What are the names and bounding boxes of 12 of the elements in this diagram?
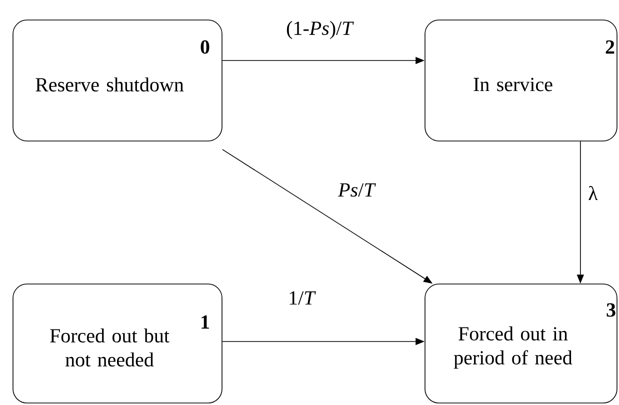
edge-label: Ps/T [337, 182, 377, 198]
state-number: 1 [202, 315, 209, 329]
state-label: Forced out in period of need [454, 326, 572, 369]
state-label: In service [474, 78, 552, 92]
state-label: Reserve shutdown [36, 77, 184, 92]
edge-label: (1-Ps)/T [285, 20, 355, 40]
state-number: 2 [606, 40, 614, 54]
state-number: 0 [200, 40, 210, 54]
state-label: Forced out but not needed [50, 328, 170, 367]
edge-label: 1/T [287, 290, 317, 306]
edge-label: λ [587, 184, 599, 202]
state-number: 3 [606, 303, 616, 317]
